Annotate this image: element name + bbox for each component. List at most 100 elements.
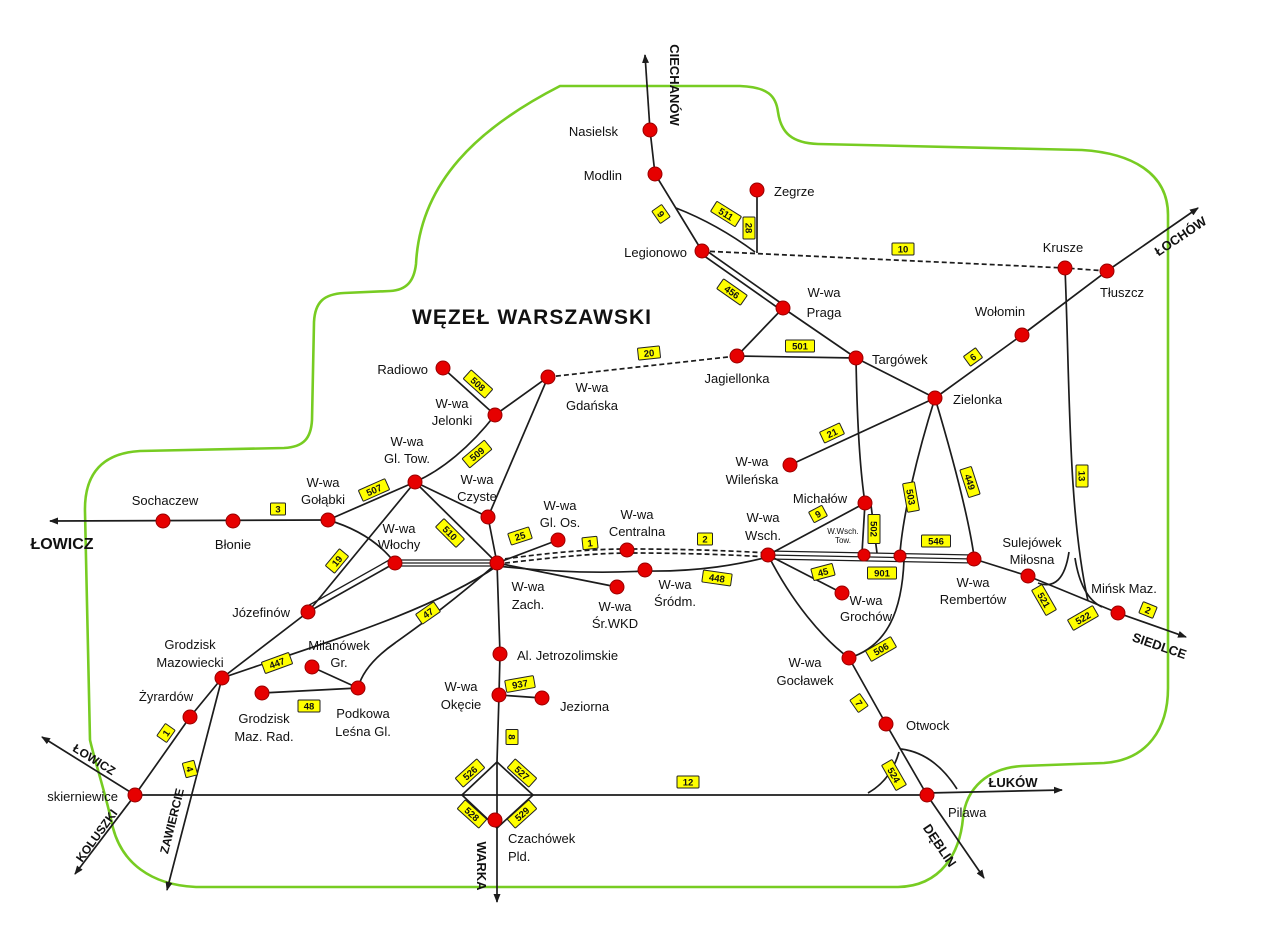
line-badge-19: 19 <box>325 548 349 574</box>
railway-line <box>767 502 866 556</box>
line-badge-21: 21 <box>819 422 845 444</box>
line-badge-501: 501 <box>785 339 815 353</box>
station-dot-okecie <box>491 687 507 703</box>
station-dot-sulejowek <box>1020 568 1036 584</box>
line-badge-box <box>1067 605 1099 631</box>
station-label-nasielsk: Nasielsk <box>569 124 619 139</box>
line-badge-47: 47 <box>415 601 441 625</box>
station-dot-srwkd <box>609 579 625 595</box>
line-badge-937: 937 <box>504 675 536 693</box>
railway-line <box>767 554 850 659</box>
railway-line <box>414 414 496 483</box>
railway-line <box>442 367 496 416</box>
railway-line <box>789 397 936 466</box>
line-badge-number: 2 <box>702 535 707 546</box>
line-badge-12: 12 <box>676 775 700 789</box>
station-dot-gltow <box>407 474 423 490</box>
railway-line <box>848 559 905 659</box>
line-badge-box <box>710 201 742 227</box>
station-dot-srodm <box>637 562 653 578</box>
line-badge-number: 502 <box>868 521 879 537</box>
station-dot-wschtow <box>857 548 871 562</box>
railway-line <box>49 517 329 525</box>
railway-line <box>221 611 309 679</box>
line-badge-number: 503 <box>903 488 917 506</box>
railway-line <box>165 677 223 891</box>
station-dot-rembertow <box>966 551 982 567</box>
line-badge-box <box>819 422 845 444</box>
line-badge-box <box>507 526 533 546</box>
line-badge-number: 937 <box>511 678 529 692</box>
station-dot-jagiellonka <box>729 348 745 364</box>
line-badge-number: 25 <box>514 530 528 544</box>
line-badge-box <box>156 723 176 743</box>
station-dot-jeziorna <box>534 690 550 706</box>
station-dot-milanowek <box>304 659 320 675</box>
line-badge-box <box>358 478 390 502</box>
line-badge-box <box>505 729 519 745</box>
line-badge-13: 13 <box>1075 464 1089 488</box>
station-dot-wolomin <box>1014 327 1030 343</box>
railway-line <box>736 307 784 357</box>
line-badge-7: 7 <box>849 693 869 713</box>
station-label-michalow: Michałów <box>793 491 848 506</box>
line-badge-number: 4 <box>183 765 195 774</box>
line-badge-number: 2 <box>1143 605 1152 617</box>
railway-line <box>221 565 498 679</box>
line-badge-box <box>637 345 661 361</box>
direction-label-łuków: ŁUKÓW <box>988 775 1038 790</box>
line-badge-box <box>461 439 493 469</box>
station-label-legionowo: Legionowo <box>624 245 687 260</box>
direction-label-warka: WARKA <box>474 841 489 891</box>
railway-line <box>736 355 857 359</box>
station-dot-wilenska <box>782 457 798 473</box>
line-badge-box <box>716 278 748 306</box>
railway-line <box>311 666 359 689</box>
station-dot-wsch <box>760 547 776 563</box>
station-dot-legionowo <box>694 243 710 259</box>
station-dot-wlochy <box>387 555 403 571</box>
line-badge-number: 1 <box>587 538 594 550</box>
station-dot-podkowa <box>350 680 366 696</box>
station-dot-praga <box>775 300 791 316</box>
line-badge-number: 3 <box>275 505 280 516</box>
railway-line <box>487 516 498 564</box>
railway-line <box>496 562 501 763</box>
station-dot-pilawa <box>919 787 935 803</box>
line-badge-box <box>415 601 441 625</box>
line-badge-2: 2 <box>1138 601 1158 619</box>
station-dot-glos <box>550 532 566 548</box>
station-label-jagiellonka: Jagiellonka <box>704 371 770 386</box>
line-badge-box <box>435 518 465 548</box>
railway-line <box>414 481 489 518</box>
line-badge-1: 1 <box>581 535 599 551</box>
line-badge-901: 901 <box>867 566 897 580</box>
railway-line <box>973 558 1187 638</box>
station-label-pilawa: Pilawa <box>948 805 987 820</box>
line-badge-9: 9 <box>651 204 671 224</box>
station-dot-targowek <box>848 350 864 366</box>
line-badge-526: 526 <box>455 758 485 788</box>
station-dot-otwock <box>878 716 894 732</box>
line-badge-box <box>1031 584 1057 616</box>
line-badge-8: 8 <box>505 729 519 745</box>
line-badge-48: 48 <box>297 699 321 713</box>
line-badge-524: 524 <box>881 759 907 791</box>
line-badge-box <box>297 699 321 713</box>
railway-line <box>699 252 782 311</box>
line-badge-45: 45 <box>810 563 836 581</box>
station-label-jeziorna: Jeziorna <box>560 699 610 714</box>
railway-line <box>496 539 559 564</box>
